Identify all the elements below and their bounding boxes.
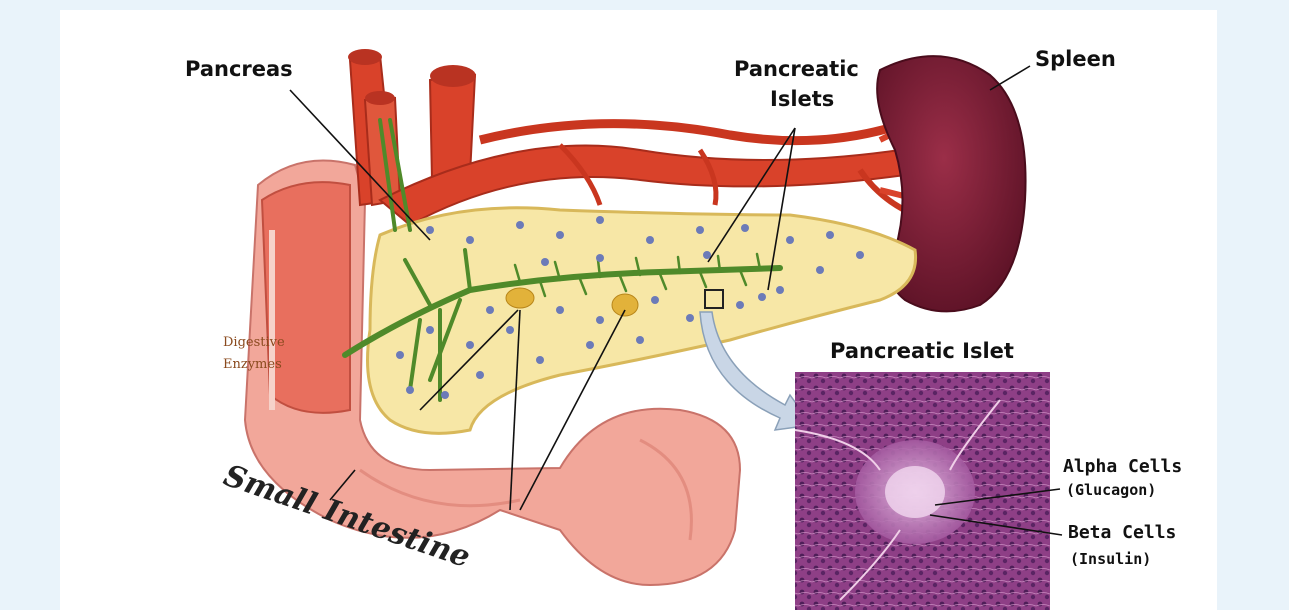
- pancreas-label: Pancreas: [185, 58, 293, 80]
- glucagon-label: (Glucagon): [1066, 483, 1156, 499]
- pancreatic-islet-title: Pancreatic Islet: [830, 340, 1014, 362]
- islet-micrograph: [795, 372, 1050, 610]
- digestive-enzymes-label-line2: Enzymes: [223, 358, 282, 372]
- digestive-enzymes-label-line1: Digestive: [223, 336, 285, 350]
- pancreatic-islets-label-line1: Pancreatic: [734, 58, 859, 80]
- spleen-label: Spleen: [1035, 48, 1116, 70]
- insulin-label: (Insulin): [1070, 552, 1151, 568]
- alpha-cells-label: Alpha Cells: [1063, 458, 1182, 477]
- beta-cells-label: Beta Cells: [1068, 524, 1176, 543]
- pancreatic-islets-label-line2: Islets: [770, 88, 834, 110]
